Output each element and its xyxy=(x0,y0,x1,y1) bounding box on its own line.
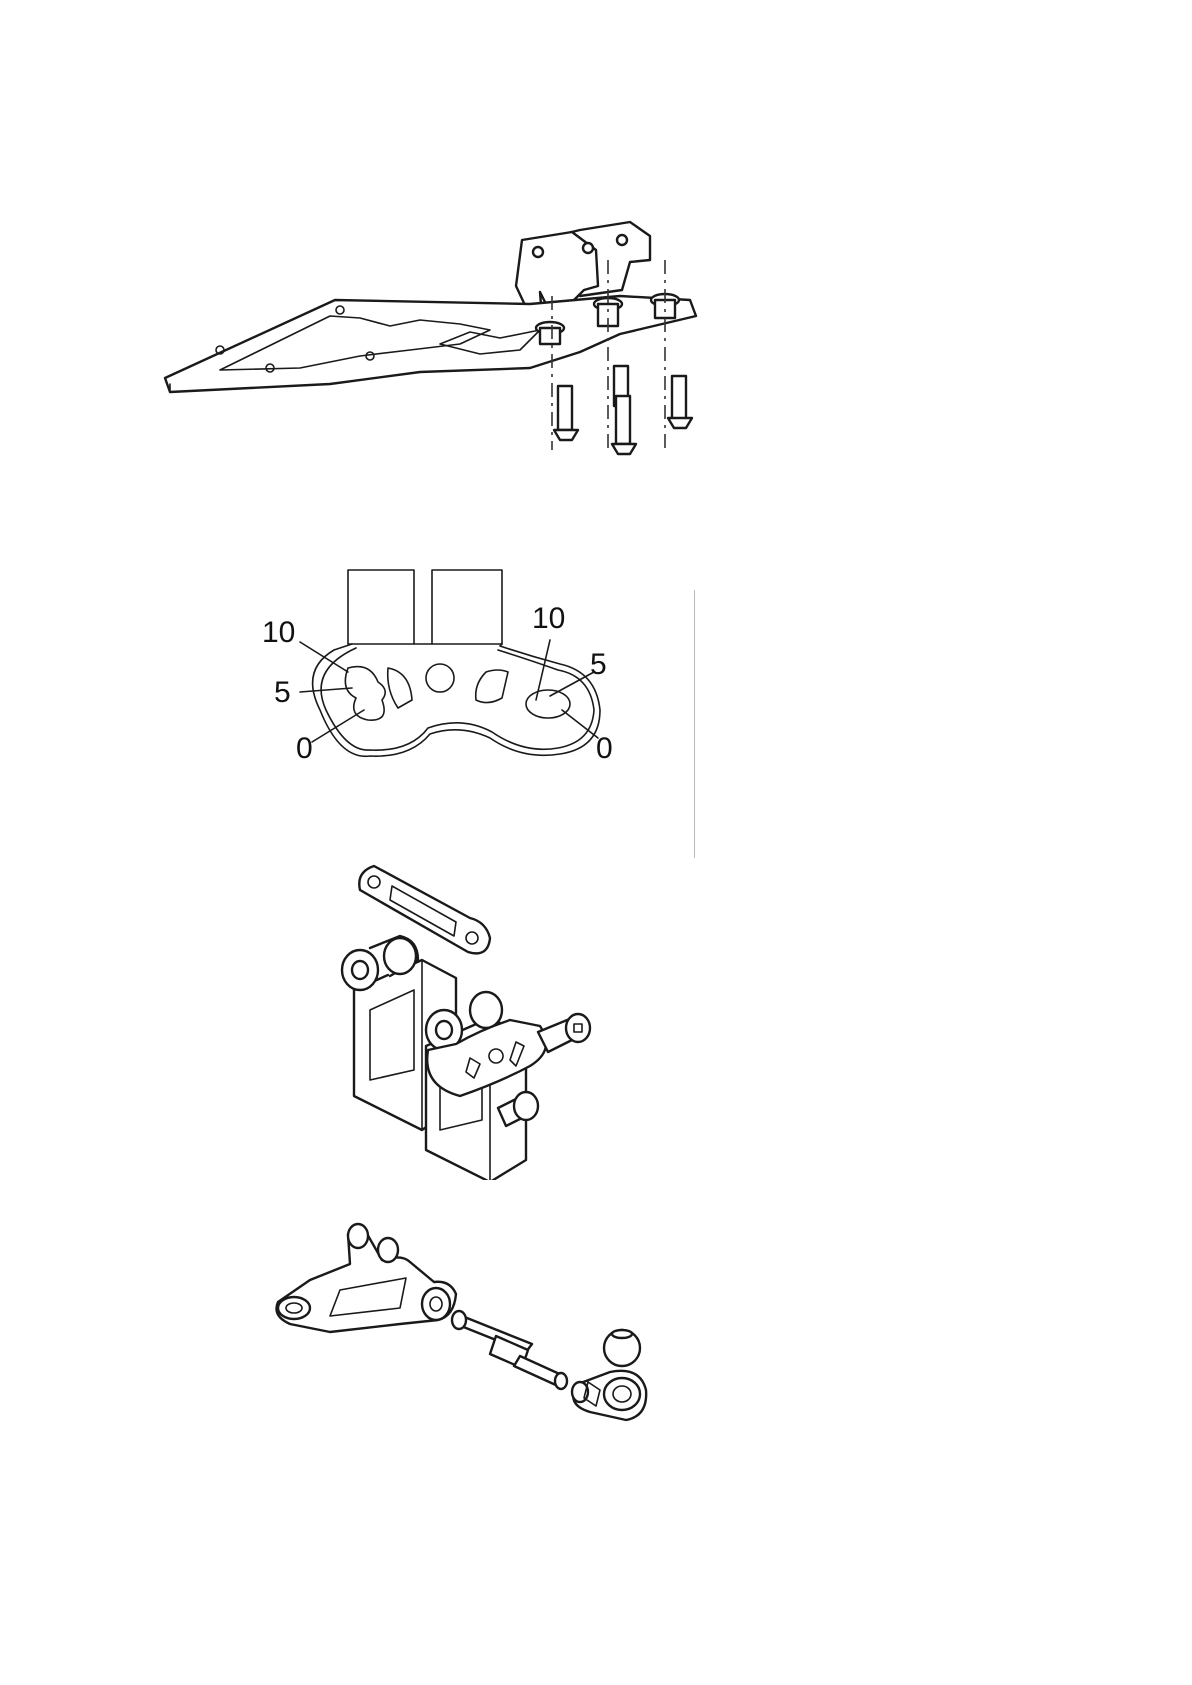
figure-suspension-arm-assembly xyxy=(270,1220,710,1440)
callout-left-10: 10 xyxy=(262,618,295,648)
figure-camber-link-mount-positions: 10 5 0 10 5 0 xyxy=(260,560,660,800)
figure-suspension-bulkhead-assembly xyxy=(330,860,650,1180)
callout-left-5: 5 xyxy=(274,678,291,708)
callout-left-0: 0 xyxy=(296,734,313,764)
suspension-arm-exploded-drawing xyxy=(270,1220,710,1440)
callout-right-10: 10 xyxy=(532,604,565,634)
margin-rule xyxy=(694,590,695,858)
callout-right-0: 0 xyxy=(596,734,613,764)
chassis-plate-exploded-drawing xyxy=(160,200,760,500)
callout-right-5: 5 xyxy=(590,650,607,680)
bulkhead-exploded-drawing xyxy=(330,860,650,1180)
figure-upper-plate-assembly xyxy=(160,200,760,500)
